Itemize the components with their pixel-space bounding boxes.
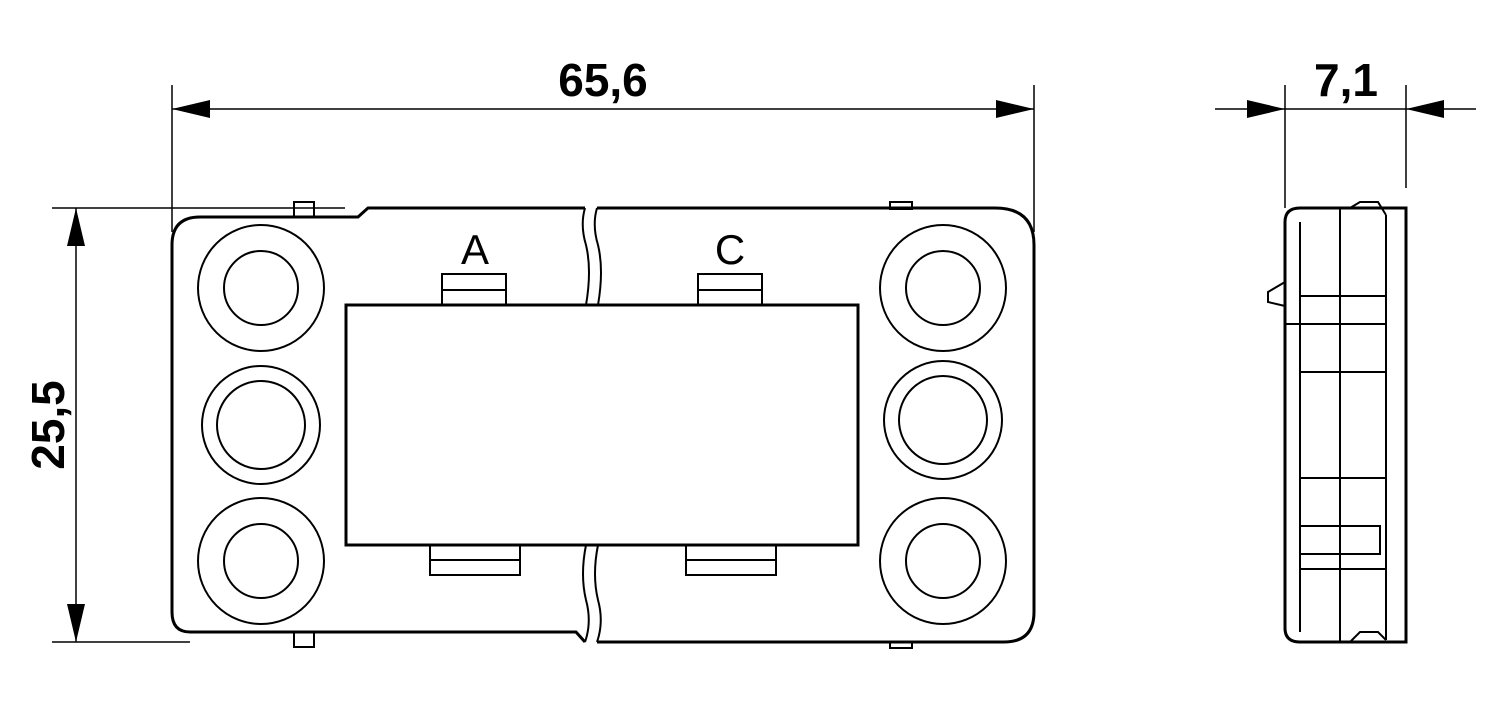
front-view: A C [170, 201, 1036, 649]
contact-tab-bottom-left [429, 544, 521, 576]
height-arrow-top [67, 208, 85, 246]
depth-arrow-left [1247, 100, 1285, 118]
mounting-hole-right-top [879, 224, 1007, 352]
width-arrow-right [996, 100, 1034, 118]
width-value: 65,6 [558, 54, 648, 106]
side-top-clip [1349, 201, 1387, 216]
latch-bottom-right [889, 641, 913, 649]
side-outline [1283, 206, 1408, 644]
latch-top-left [293, 201, 315, 218]
contact-tab-a [441, 273, 507, 306]
mounting-hole-right-bottom [879, 497, 1007, 625]
break-line-bottom-right [594, 544, 602, 643]
break-line-bottom-left [582, 544, 590, 643]
latch-top-right [889, 201, 913, 210]
contact-label-c: C [715, 226, 745, 273]
depth-value: 7,1 [1314, 54, 1378, 106]
side-band-lower [1299, 525, 1381, 555]
side-latch-nub [1267, 281, 1286, 307]
body-outline-left [170, 206, 587, 644]
contact-tab-bottom-right [685, 544, 777, 576]
contact-tab-c [697, 273, 763, 306]
body-outline-right [597, 206, 1036, 644]
mounting-hole-left-bottom [197, 497, 325, 625]
height-value: 25,5 [22, 380, 74, 470]
side-view [1267, 201, 1408, 644]
depth-dimension: 7,1 [1215, 54, 1476, 208]
break-line-top-left [581, 207, 590, 306]
depth-arrow-right [1406, 100, 1444, 118]
break-line-top-right [593, 207, 602, 306]
height-dimension: 25,5 [22, 207, 345, 643]
height-arrow-bottom [67, 604, 85, 642]
mounting-hole-left-middle [201, 365, 321, 485]
width-arrow-left [172, 100, 210, 118]
latch-bottom-left [293, 631, 315, 648]
side-bottom-clip [1349, 631, 1387, 643]
mounting-hole-left-top [197, 224, 325, 352]
width-dimension: 65,6 [171, 54, 1035, 232]
contact-label-a: A [461, 226, 489, 273]
side-band-upper [1299, 295, 1387, 325]
mounting-hole-right-middle [883, 360, 1003, 480]
side-step-upper [1285, 323, 1387, 526]
center-window [344, 303, 860, 547]
